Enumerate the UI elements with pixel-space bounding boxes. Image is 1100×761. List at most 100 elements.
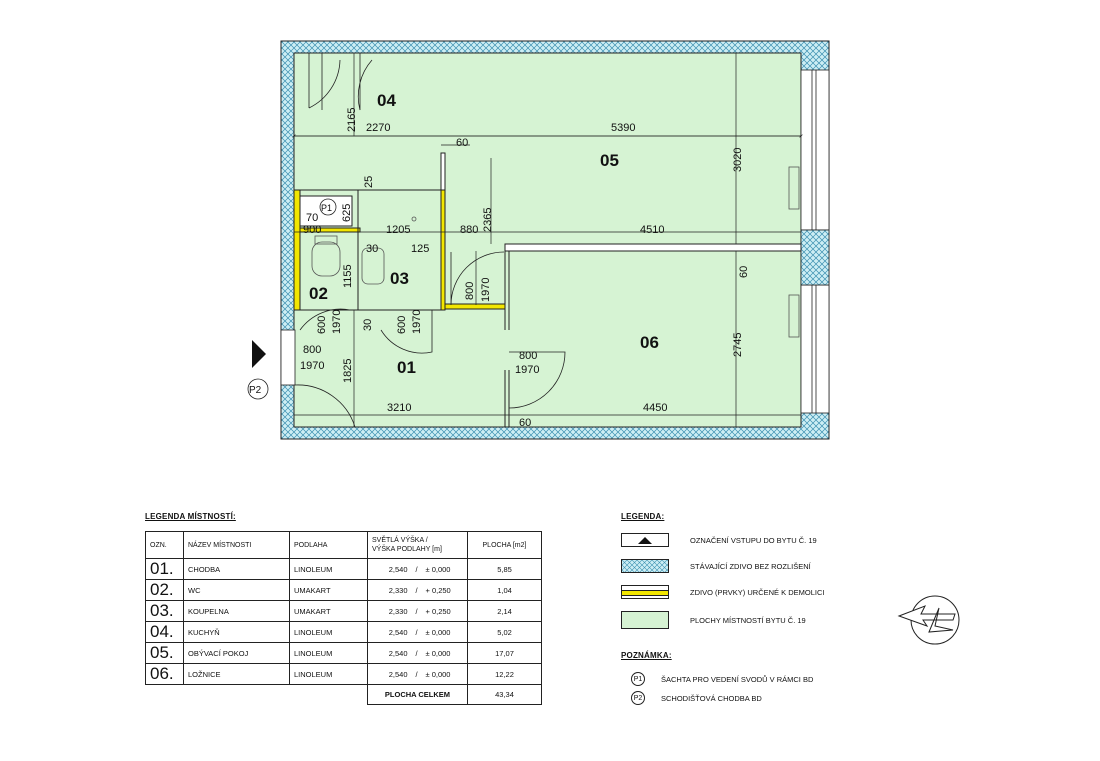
legend-text: OZNAČENÍ VSTUPU DO BYTU Č. 19 <box>690 536 817 545</box>
dim-label: 1155 <box>342 264 354 288</box>
row-name: OBÝVACÍ POKOJ <box>183 642 290 664</box>
row-area: 12,22 <box>467 663 542 685</box>
dim-label: 70 <box>306 212 318 224</box>
marker-p2: P2 <box>247 378 269 400</box>
marker-p1-icon: P1 <box>631 672 645 686</box>
dim-label: 2270 <box>366 122 390 134</box>
dim-label: 2165 <box>346 108 358 132</box>
dim-label: 30 <box>362 319 374 331</box>
total-value: 43,34 <box>467 684 542 705</box>
room-label-02: 02 <box>309 284 328 303</box>
row-floor: LINOLEUM <box>289 663 368 685</box>
dim-label: 600 <box>396 316 408 334</box>
row-ozn: 02. <box>145 579 184 601</box>
row-name: CHODBA <box>183 558 290 580</box>
col-ozn: OZN. <box>145 531 184 559</box>
washbasin <box>361 247 385 285</box>
dim-label: 800 <box>519 350 537 362</box>
dim-label: 60 <box>738 266 750 278</box>
row-name: KUCHYŇ <box>183 621 290 643</box>
col-area: PLOCHA [m2] <box>467 531 542 559</box>
row-ozn: 04. <box>145 621 184 643</box>
row-area: 5,02 <box>467 621 542 643</box>
dim-label: 3020 <box>732 148 744 172</box>
dim-label: 625 <box>341 204 353 222</box>
existing-walls <box>280 40 830 440</box>
col-name: NÁZEV MÍSTNOSTI <box>183 531 290 559</box>
legend-item-existing-wall: STÁVAJÍCÍ ZDIVO BEZ ROZLIŠENÍ <box>621 559 1081 575</box>
legend-text: ZDIVO (PRVKY) URČENÉ K DEMOLICI <box>690 588 825 597</box>
dim-label: 600 <box>316 316 328 334</box>
dim-label: 2365 <box>482 208 494 232</box>
note-text: SCHODIŠŤOVÁ CHODBA BD <box>661 694 762 703</box>
interior-partitions <box>293 135 802 427</box>
row-floor: LINOLEUM <box>289 642 368 664</box>
table-row: 01. CHODBA LINOLEUM 2,540/± 0,000 5,85 <box>145 558 542 580</box>
dim-label: 1825 <box>342 359 354 383</box>
entrance-triangle-icon <box>621 533 669 547</box>
entrance-triangle-icon <box>252 340 266 368</box>
legend-title: LEGENDA: <box>621 512 665 521</box>
rooms-table: OZN. NÁZEV MÍSTNOSTI PODLAHA SVĚTLÁ VÝŠK… <box>145 531 542 705</box>
dim-label: 5390 <box>611 122 635 134</box>
dimension-lines <box>292 53 803 428</box>
dim-label: 1970 <box>411 310 423 334</box>
dim-label: 1970 <box>300 360 324 372</box>
col-floor: PODLAHA <box>289 531 368 559</box>
row-ozn: 06. <box>145 663 184 685</box>
total-label: PLOCHA CELKEM <box>367 684 468 705</box>
note-text: ŠACHTA PRO VEDENÍ SVODŮ V RÁMCI BD <box>661 675 814 684</box>
svg-text:P1: P1 <box>321 203 332 213</box>
legend-item-room-area: PLOCHY MÍSTNOSTÍ BYTU Č. 19 <box>621 611 1081 629</box>
dim-label: 1970 <box>515 364 539 376</box>
dimension-labels: 2165 2270 5390 60 3020 25 625 70 2365 12… <box>300 108 750 429</box>
row-floor: UMAKART <box>289 600 368 622</box>
marker-p2-icon: P2 <box>631 691 645 705</box>
room-area-fill-icon <box>621 611 669 629</box>
dim-label: 900 <box>303 224 321 236</box>
dim-label: 880 <box>460 224 478 236</box>
dim-label: 4450 <box>643 402 667 414</box>
table-row: 04. KUCHYŇ LINOLEUM 2,540/± 0,000 5,02 <box>145 621 542 643</box>
table-row: 06. LOŽNICE LINOLEUM 2,540/± 0,000 12,22 <box>145 663 542 685</box>
row-height: 2,540/± 0,000 <box>367 558 468 580</box>
legend-text: STÁVAJÍCÍ ZDIVO BEZ ROZLIŠENÍ <box>690 562 811 571</box>
row-floor: LINOLEUM <box>289 558 368 580</box>
row-height: 2,330/+ 0,250 <box>367 600 468 622</box>
note-item-p1: P1 ŠACHTA PRO VEDENÍ SVODŮ V RÁMCI BD <box>631 672 931 688</box>
room-label-04: 04 <box>377 91 396 110</box>
row-area: 17,07 <box>467 642 542 664</box>
dim-label: 30 <box>366 243 378 255</box>
total-row: PLOCHA CELKEM 43,34 <box>146 684 542 705</box>
dim-label: 1205 <box>386 224 410 236</box>
room-label-05: 05 <box>600 151 619 170</box>
row-height: 2,540/± 0,000 <box>367 642 468 664</box>
row-ozn: 03. <box>145 600 184 622</box>
row-height: 2,330/+ 0,250 <box>367 579 468 601</box>
dim-label: 2745 <box>732 333 744 357</box>
existing-wall-hatch-icon <box>621 559 669 573</box>
room-labels: 04 05 02 03 01 06 <box>309 91 659 377</box>
dim-label: 25 <box>363 176 375 188</box>
room-label-03: 03 <box>390 269 409 288</box>
dim-label: 125 <box>411 243 429 255</box>
row-height: 2,540/± 0,000 <box>367 621 468 643</box>
notes-title: POZNÁMKA: <box>621 651 672 660</box>
row-ozn: 05. <box>145 642 184 664</box>
room-label-06: 06 <box>640 333 659 352</box>
dim-label: 800 <box>464 282 476 300</box>
rooms-legend-title: LEGENDA MÍSTNOSTÍ: <box>145 512 236 521</box>
row-floor: UMAKART <box>289 579 368 601</box>
row-floor: LINOLEUM <box>289 621 368 643</box>
legend-item-demolition: ZDIVO (PRVKY) URČENÉ K DEMOLICI <box>621 585 1081 601</box>
col-height: SVĚTLÁ VÝŠKA /VÝŠKA PODLAHY [m] <box>367 531 468 559</box>
dim-label: 60 <box>519 417 531 429</box>
marker-p1: P1 <box>319 198 337 216</box>
row-area: 2,14 <box>467 600 542 622</box>
demolition-wall-icon <box>621 585 669 599</box>
svg-text:P2: P2 <box>249 385 262 396</box>
legend-text: PLOCHY MÍSTNOSTÍ BYTU Č. 19 <box>690 616 806 625</box>
rooms-table-header: OZN. NÁZEV MÍSTNOSTI PODLAHA SVĚTLÁ VÝŠK… <box>145 531 542 559</box>
legend-item-entrance: OZNAČENÍ VSTUPU DO BYTU Č. 19 <box>621 533 1081 549</box>
row-height: 2,540/± 0,000 <box>367 663 468 685</box>
